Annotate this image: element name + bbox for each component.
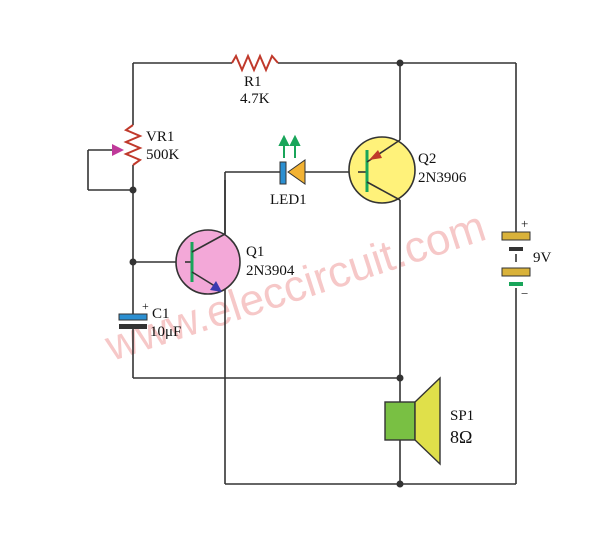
wires [87,62,517,485]
r1-value: 4.7K [240,91,270,107]
sp1-value: 8Ω [450,427,472,447]
q1-value: 2N3904 [246,263,295,279]
capacitor-c1: + C1 10μF [118,299,181,340]
transistor-q1: Q1 2N3904 [175,180,295,295]
sp1-label: SP1 [450,408,474,424]
speaker-sp1: SP1 8Ω [384,376,474,466]
c1-label: C1 [152,306,170,322]
junction-dots [129,59,404,488]
resistor-r1: R1 4.7K [231,53,279,107]
wiper-arrow-icon [112,144,124,156]
q1-emitter-arrow-icon [210,281,222,292]
led-led1: LED1 [270,134,307,208]
vr1-value: 500K [146,147,180,163]
r1-label: R1 [244,74,262,90]
light-emission-icon [278,134,301,158]
vr1-label: VR1 [146,129,174,145]
speaker-icon [414,376,441,466]
battery-9v: + − 9V [501,216,552,301]
transistor-q2: Q2 2N3906 [348,136,467,204]
junction-dot [396,374,404,382]
c1-value: 10μF [150,324,181,340]
junction-dot [396,480,404,488]
potentiometer-vr1: VR1 500K [112,124,180,166]
junction-dot [396,59,404,67]
junction-dot [129,258,137,266]
q1-label: Q1 [246,244,264,260]
battery-value: 9V [533,250,552,266]
led1-label: LED1 [270,192,307,208]
watermark-text: www.eleccircuit.com [99,202,492,371]
junction-dot [129,186,137,194]
battery-plus-sign: + [521,216,528,231]
q2-label: Q2 [418,151,436,167]
q2-value: 2N3906 [418,170,467,186]
battery-minus-sign: − [521,286,528,301]
c1-polarity: + [142,299,149,313]
q2-emitter-arrow-icon [369,150,382,160]
